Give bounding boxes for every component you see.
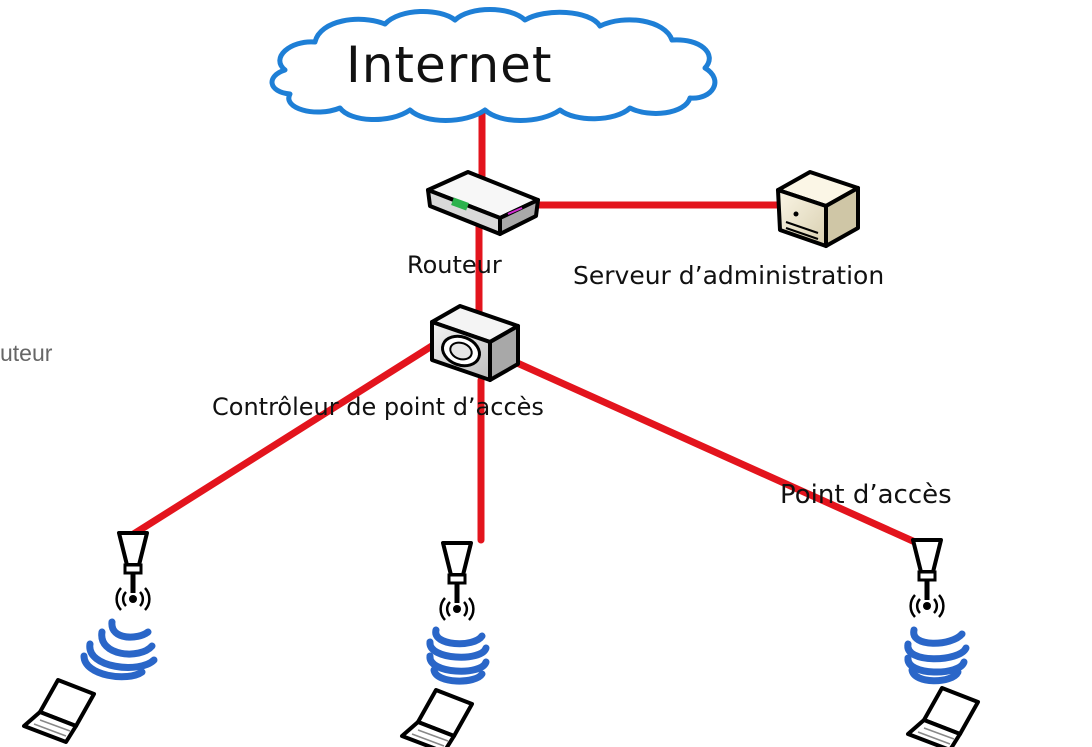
antenna-icon — [441, 543, 474, 620]
router-icon — [426, 170, 540, 236]
link-controller-ap-right — [511, 358, 919, 546]
links — [128, 94, 919, 546]
access-point-label: Point d’accès — [780, 480, 952, 510]
controller-label: Contrôleur de point d’accès — [212, 393, 544, 421]
cut-off-label: uteur — [0, 340, 53, 366]
link-controller-ap-left — [128, 340, 439, 539]
laptop-icon — [400, 688, 474, 747]
laptop-icon — [906, 686, 980, 747]
router-label: Routeur — [407, 251, 502, 279]
wifi-waves-icon — [426, 626, 490, 685]
server-label: Serveur d’administration — [573, 261, 885, 290]
antenna-icon — [911, 540, 944, 617]
laptop-icon — [22, 678, 96, 744]
wifi-waves-icon — [80, 618, 158, 681]
cloud-icon — [269, 7, 718, 123]
server-icon — [776, 170, 860, 248]
antenna-icon — [117, 533, 150, 610]
internet-label: Internet — [346, 36, 553, 94]
access-point-center — [400, 543, 490, 747]
wifi-waves-icon — [904, 626, 970, 685]
access-point-left — [22, 533, 158, 744]
access-point-right — [904, 540, 980, 747]
controller-icon — [430, 304, 520, 382]
